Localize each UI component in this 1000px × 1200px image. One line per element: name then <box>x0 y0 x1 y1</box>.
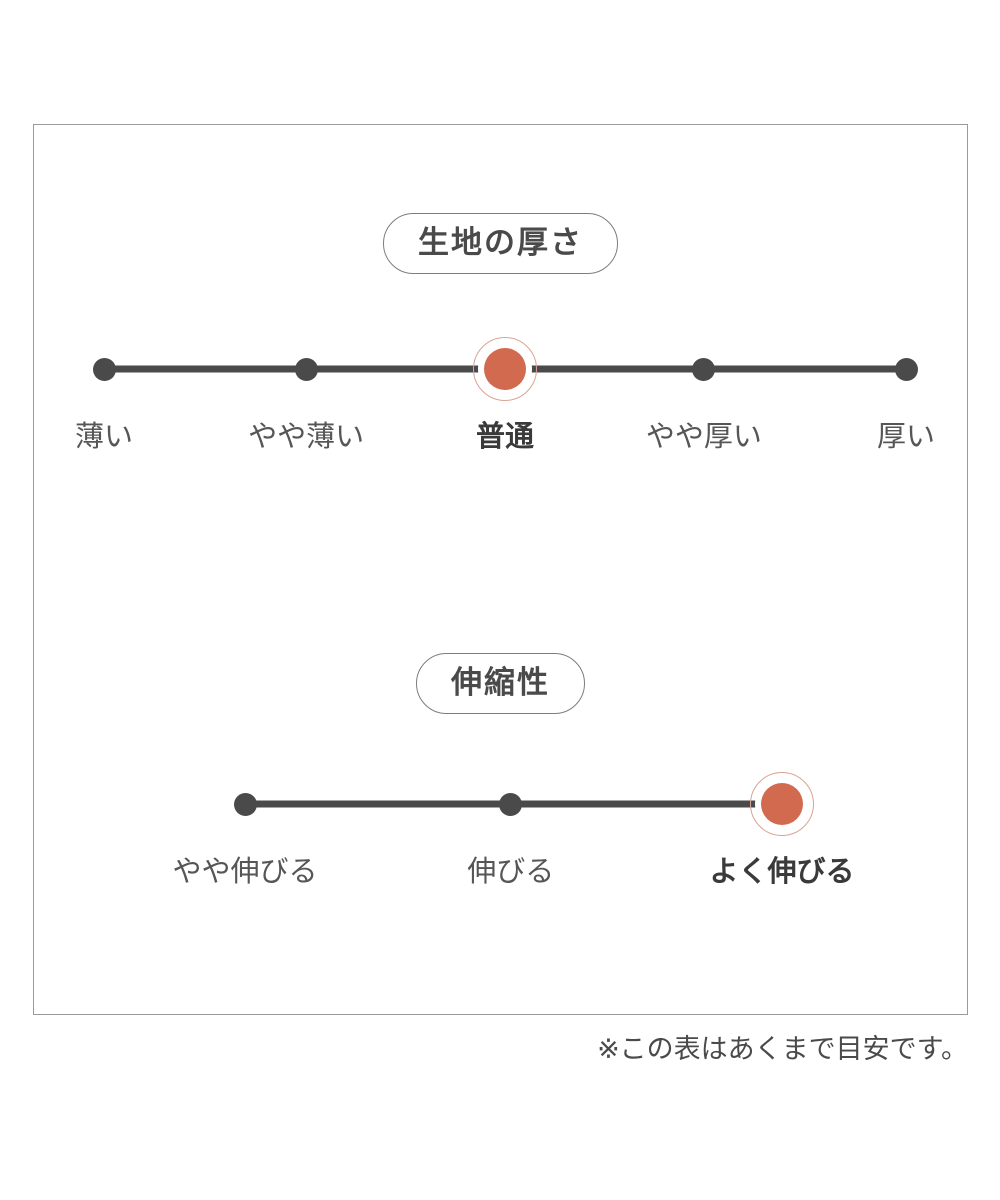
scale-points-thickness: 薄い やや薄い 普通 やや厚い <box>75 337 935 452</box>
spec-table-frame: 生地の厚さ 薄い やや薄い 普通 <box>33 124 968 1015</box>
scale-dot-icon <box>499 792 523 816</box>
selection-ring-icon <box>473 337 537 401</box>
section-title-stretch: 伸縮性 <box>416 653 585 714</box>
scale-points-stretch: やや伸びる 伸びる よく伸びる <box>172 772 855 887</box>
scale-label-thick: 厚い <box>876 421 936 453</box>
scale-dot-icon <box>761 783 803 825</box>
scale-stretch: やや伸びる 伸びる よく伸びる <box>172 772 855 887</box>
scale-dot-icon <box>92 357 116 381</box>
scale-thickness: 薄い やや薄い 普通 やや厚い <box>75 337 935 452</box>
scale-label-slightly-thick: やや厚い <box>645 421 762 453</box>
footnote-disclaimer: ※この表はあくまで目安です。 <box>597 1034 968 1064</box>
scale-label-stretchy: 伸びる <box>467 856 555 888</box>
selection-ring-icon <box>750 772 814 836</box>
section-thickness-title-row: 生地の厚さ <box>34 213 967 274</box>
scale-dot-icon <box>233 792 257 816</box>
scale-label-slightly-thin: やや薄い <box>248 421 365 453</box>
scale-label-normal: 普通 <box>475 421 535 453</box>
scale-dot-icon <box>484 348 526 390</box>
scale-label-very-stretchy: よく伸びる <box>709 856 855 888</box>
scale-dot-icon <box>294 357 318 381</box>
scale-dot-icon <box>692 357 716 381</box>
section-stretch-title-row: 伸縮性 <box>34 653 967 714</box>
section-title-thickness: 生地の厚さ <box>383 213 618 274</box>
scale-dot-icon <box>894 357 918 381</box>
scale-label-slightly-stretchy: やや伸びる <box>172 856 318 888</box>
scale-label-thin: 薄い <box>74 421 134 453</box>
